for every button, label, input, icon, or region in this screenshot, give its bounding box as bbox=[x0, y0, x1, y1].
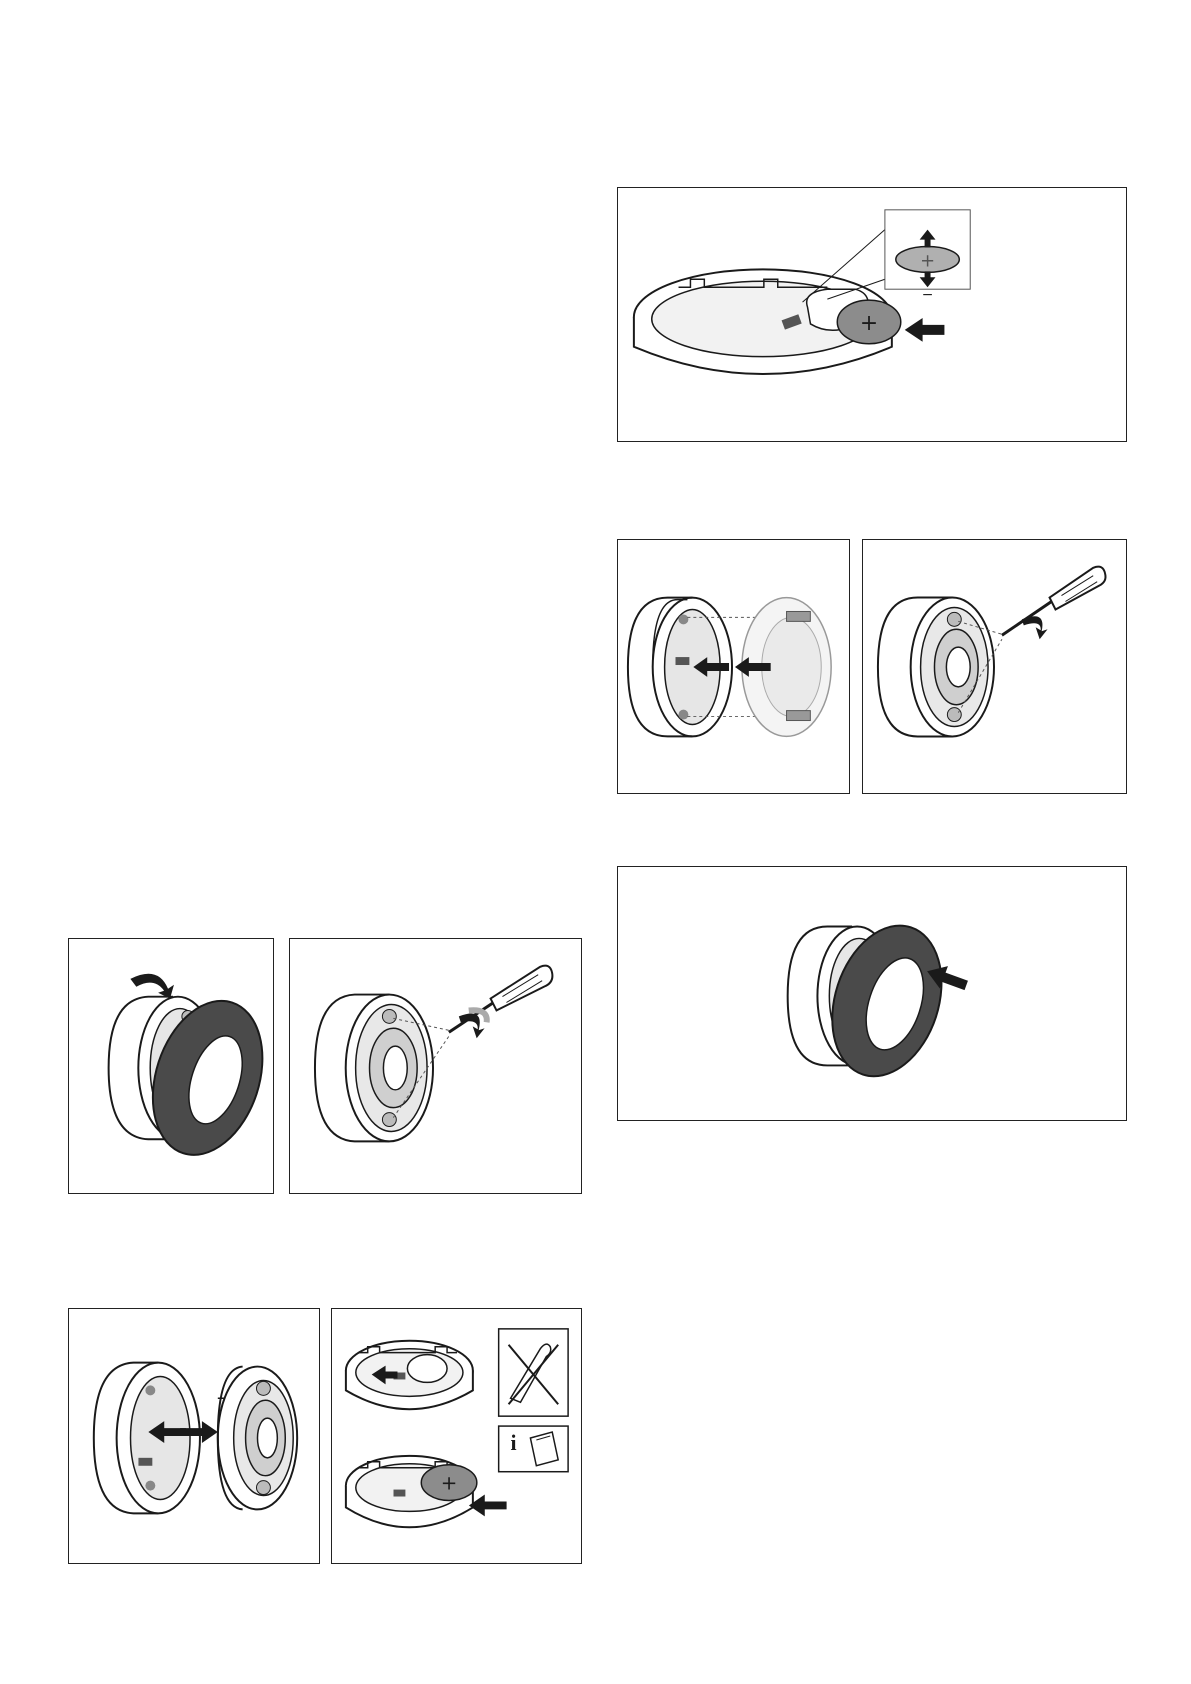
screwdriver-icon bbox=[449, 966, 553, 1033]
panel-attach-base-plate bbox=[617, 539, 850, 794]
panel-unscrew-device bbox=[289, 938, 582, 1194]
rotate-cover-ring-illustration bbox=[69, 939, 273, 1193]
inset-plus-label: + bbox=[920, 250, 935, 271]
info-symbol: i bbox=[511, 1431, 517, 1455]
separate-housing-illustration bbox=[69, 1309, 319, 1563]
battery-plus-label-lower: + bbox=[441, 1472, 458, 1495]
battery-icon: + bbox=[837, 300, 900, 344]
unscrew-device-illustration bbox=[290, 939, 581, 1193]
polarity-icon: + − bbox=[885, 210, 970, 303]
arrow-icon bbox=[469, 1495, 507, 1517]
panel-separate-housing bbox=[68, 1308, 320, 1564]
panel-insert-battery: + + − bbox=[617, 187, 1127, 442]
panel-rotate-cover-ring bbox=[68, 938, 274, 1194]
panel-remove-battery: + i bbox=[331, 1308, 582, 1564]
inset-minus-label: − bbox=[922, 287, 934, 303]
panel-screw-base-plate bbox=[862, 539, 1127, 794]
no-screwdriver-icon bbox=[499, 1329, 568, 1416]
press-cover-ring-illustration bbox=[618, 867, 1126, 1120]
screw-base-plate-illustration bbox=[863, 540, 1126, 793]
battery-plus-label: + bbox=[860, 311, 878, 336]
curved-arrow-icon bbox=[130, 974, 174, 999]
rotate-icon bbox=[1022, 616, 1048, 639]
panel-press-cover-ring bbox=[617, 866, 1127, 1121]
info-manual-icon: i bbox=[499, 1426, 568, 1472]
arrow-icon bbox=[905, 318, 945, 342]
remove-battery-illustration: + i bbox=[332, 1309, 581, 1563]
battery-icon: + bbox=[421, 1465, 477, 1501]
insert-battery-illustration: + + − bbox=[618, 188, 1126, 441]
attach-base-plate-illustration bbox=[618, 540, 849, 793]
rotate-icon bbox=[459, 1013, 485, 1038]
screwdriver-icon bbox=[1002, 567, 1106, 636]
